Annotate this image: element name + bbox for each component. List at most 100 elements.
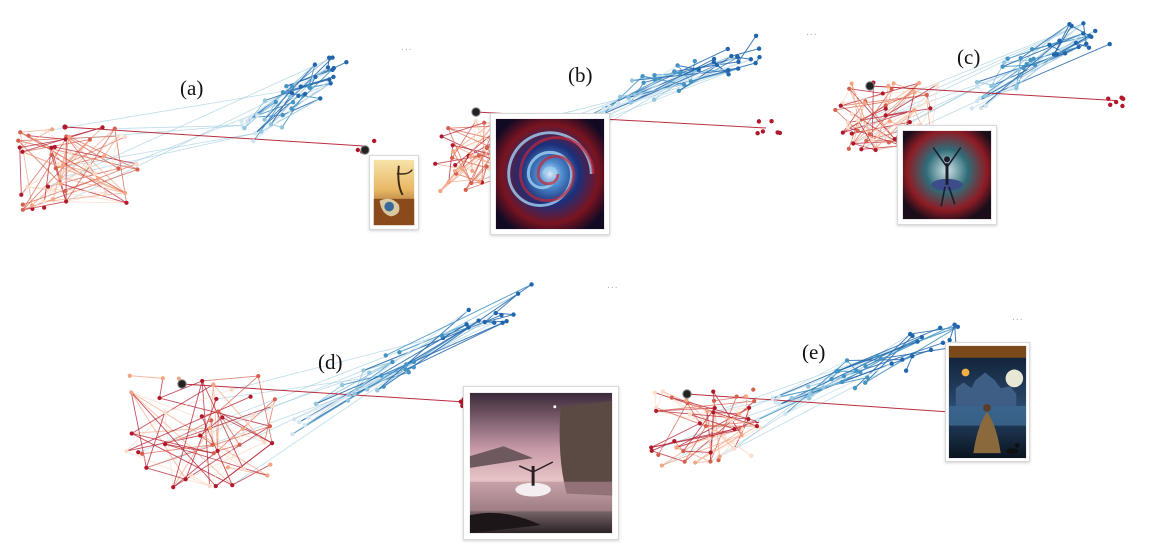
graph-node <box>269 441 275 446</box>
graph-edge <box>60 183 127 204</box>
graph-edge <box>354 320 507 395</box>
ballerina-lake-image <box>469 392 613 534</box>
graph-node <box>1120 96 1126 102</box>
graph-node <box>991 82 996 88</box>
graph-node <box>476 318 481 323</box>
graph-node <box>29 203 35 208</box>
graph-node <box>692 58 698 64</box>
graph-node <box>754 423 759 429</box>
graph-node <box>649 448 654 453</box>
graph-node <box>751 387 756 392</box>
graph-edge <box>643 56 739 84</box>
graph-node <box>739 432 744 438</box>
image-thumbnail-a[interactable] <box>369 155 419 230</box>
graph-node <box>340 382 345 388</box>
graph-edge <box>779 336 923 405</box>
graph-node <box>189 473 194 478</box>
graph-node <box>466 325 471 330</box>
graph-node <box>829 376 834 382</box>
graph-node <box>660 389 665 394</box>
graph-edge <box>65 136 96 174</box>
graph-node <box>331 65 336 71</box>
graph-edge <box>376 309 470 391</box>
graph-node <box>290 84 295 89</box>
graph-node <box>63 137 68 142</box>
graph-edge <box>650 422 701 448</box>
graph-node <box>345 398 351 403</box>
graph-node <box>296 93 301 99</box>
panel-menu-b[interactable]: ... <box>806 28 818 38</box>
graph-node <box>49 152 54 158</box>
graph-edge <box>435 153 495 165</box>
graph-node <box>654 408 659 414</box>
graph-node <box>717 454 722 459</box>
graph-edge <box>52 136 70 200</box>
graph-node <box>256 373 261 379</box>
graph-node <box>934 82 940 87</box>
graph-node <box>974 79 980 85</box>
graph-node <box>354 386 360 391</box>
graph-node <box>383 353 388 358</box>
panel-b: (b) ... <box>430 0 820 250</box>
graph-node <box>851 141 856 146</box>
graph-node <box>450 143 455 148</box>
graph-node <box>1002 60 1007 65</box>
graph-node <box>326 55 332 60</box>
graph-edge <box>215 442 273 487</box>
graph-node <box>20 207 26 212</box>
graph-node <box>259 129 264 134</box>
graph-node <box>330 55 335 60</box>
graph-edge <box>791 381 843 399</box>
graph-node <box>529 282 534 287</box>
graph-edge <box>718 428 743 461</box>
selected-node <box>682 389 692 399</box>
graph-node <box>279 125 285 130</box>
graph-node <box>26 133 31 138</box>
graph-node <box>875 353 880 359</box>
panel-menu-e[interactable]: ... <box>1012 313 1024 323</box>
graph-node <box>25 184 30 189</box>
graph-edge <box>22 139 91 211</box>
graph-node <box>504 319 509 324</box>
graph-node <box>124 448 129 454</box>
graph-edge <box>854 333 911 389</box>
graph-edge <box>27 186 127 204</box>
graph-edge <box>620 84 685 98</box>
graph-node <box>708 459 713 464</box>
graph-node <box>160 376 165 381</box>
graph-node <box>886 83 891 88</box>
graph-node <box>977 96 982 101</box>
graph-node <box>511 312 516 317</box>
graph-node <box>674 445 679 450</box>
image-thumbnail-b[interactable] <box>490 113 610 235</box>
graph-node <box>136 450 141 455</box>
ballerina-nebula-image <box>902 130 992 220</box>
graph-node <box>207 425 213 431</box>
image-thumbnail-e[interactable] <box>945 342 1030 462</box>
graph-node <box>313 401 319 407</box>
graph-node <box>1018 56 1023 61</box>
graph-node <box>726 72 731 77</box>
graph-node <box>756 46 762 51</box>
graph-node <box>198 433 203 438</box>
graph-edge <box>172 425 271 488</box>
image-thumbnail-d[interactable] <box>463 386 619 540</box>
graph-node <box>652 72 657 78</box>
graph-node <box>1051 52 1057 57</box>
panel-menu-d[interactable]: ... <box>607 281 619 291</box>
graph-edge <box>651 428 735 448</box>
graph-edge <box>142 444 213 455</box>
graph-edge <box>852 82 920 144</box>
graph-edge <box>471 121 477 171</box>
graph-node <box>484 164 489 169</box>
graph-node <box>124 200 129 205</box>
graph-node <box>651 97 657 102</box>
graph-edge <box>772 360 848 399</box>
graph-edge <box>484 314 514 323</box>
graph-edge <box>864 101 896 140</box>
panel-menu-a[interactable]: ... <box>401 43 413 53</box>
graph-edge <box>22 177 99 206</box>
image-thumbnail-c[interactable] <box>897 125 997 225</box>
graph-edge <box>651 450 685 463</box>
graph-node <box>1000 64 1005 69</box>
